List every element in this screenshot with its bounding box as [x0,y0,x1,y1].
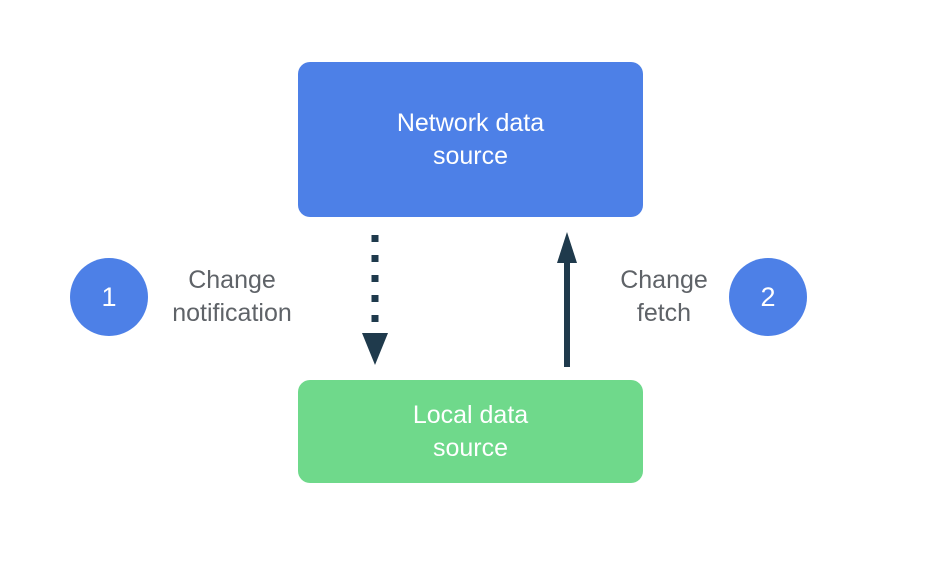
step-2-number: 2 [760,281,776,312]
step-2-badge: 2 [729,258,807,336]
local-data-source-node: Local data source [298,380,643,483]
change-notification-label: Change notification [172,266,292,327]
dotted-down-arrow-icon [362,235,388,365]
change-fetch-label: Change fetch [620,266,708,327]
step-1-badge: 1 [70,258,148,336]
solid-up-arrow-icon [557,232,577,367]
solid-arrow-head [557,232,577,263]
step-1-number: 1 [101,281,117,312]
network-data-source-node: Network data source [298,62,643,217]
local-data-source-label: Local data source [412,400,529,462]
dotted-arrow-head [362,333,388,365]
network-data-source-label: Network data source [396,108,545,170]
